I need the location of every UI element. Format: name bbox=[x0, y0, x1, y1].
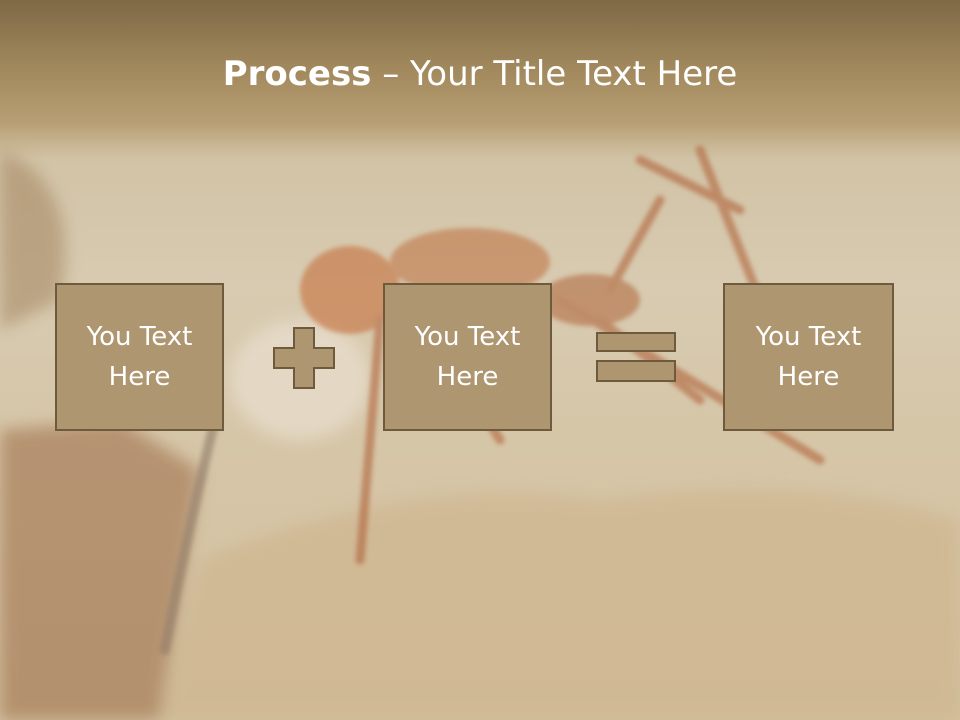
equals-icon bbox=[596, 332, 676, 382]
title-bold: Process bbox=[222, 54, 372, 94]
slide-title: Process – Your Title Text Here bbox=[0, 52, 960, 96]
plus-icon bbox=[273, 327, 335, 389]
process-box-1-text: You Text Here bbox=[86, 322, 193, 392]
process-box-1[interactable]: You Text Here bbox=[55, 283, 224, 431]
process-box-3[interactable]: You Text Here bbox=[723, 283, 894, 431]
process-box-3-text: You Text Here bbox=[755, 322, 862, 392]
title-rest: – Your Title Text Here bbox=[371, 54, 738, 94]
process-box-2-text: You Text Here bbox=[414, 322, 521, 392]
process-box-2[interactable]: You Text Here bbox=[383, 283, 552, 431]
